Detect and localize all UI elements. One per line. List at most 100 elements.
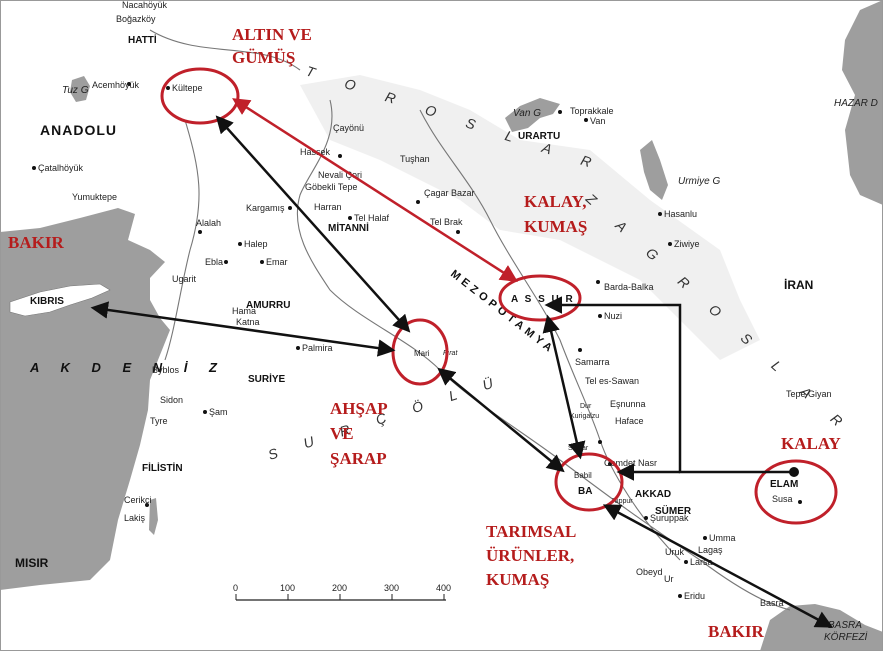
arrow-elam-assur — [544, 296, 794, 474]
place-sidon: Sidon — [160, 395, 183, 405]
place-kultepe: Kültepe — [172, 83, 203, 93]
scale-label-200: 200 — [332, 583, 347, 593]
scale-label-100: 100 — [280, 583, 295, 593]
place-acemhoyuk: Acemhöyük — [92, 80, 140, 90]
place-tel-es-sawan: Tel es-Sawan — [585, 376, 639, 386]
place-yumuktepe: Yumuktepe — [72, 192, 117, 202]
arrow-kultepe-mari — [215, 115, 411, 333]
place-babil: Babil — [574, 471, 592, 480]
place-dur: Dur — [580, 403, 592, 410]
lake-tuz — [70, 76, 90, 102]
elam-origin-dot — [789, 467, 799, 477]
region-akdeniz: A K D E N İ Z — [29, 360, 226, 375]
place-lakis: Lakiş — [124, 513, 146, 523]
trade-tarim-1: TARIMSAL — [486, 522, 576, 541]
trade-ahsap-2: VE — [330, 424, 354, 443]
scale-bar: 0 100 200 300 400 — [233, 583, 451, 601]
arrow-babil-gulf — [602, 504, 834, 628]
region-anadolu: ANADOLU — [40, 122, 117, 138]
place-alalah: Alalah — [196, 218, 221, 228]
arrow-mari-babil — [437, 367, 565, 473]
region-filistin: FİLİSTİN — [142, 461, 183, 474]
trade-tarim-3: KUMAŞ — [486, 570, 549, 589]
place-umma: Umma — [709, 533, 736, 543]
place-harran: Harran — [314, 202, 342, 212]
place-bogazkoy: Boğazköy — [116, 14, 156, 24]
trade-ahsap-3: ŞARAP — [330, 449, 387, 468]
place-haface: Haface — [615, 416, 644, 426]
place-toprakkale: Toprakkale — [570, 106, 614, 116]
label-tuz-golu: Tuz G — [62, 85, 89, 96]
trade-bakir-south: BAKIR — [708, 622, 764, 641]
dead-sea — [149, 498, 158, 535]
place-karkamis: Kargamış — [246, 203, 285, 213]
scale-label-300: 300 — [384, 583, 399, 593]
place-ebla: Ebla — [205, 257, 223, 267]
arrow-assur-babil — [542, 314, 586, 460]
place-lagas: Lagaş — [698, 545, 723, 555]
arrow-cyprus-mari — [90, 301, 396, 357]
place-nacahoyuk: Nacahöyük — [122, 0, 168, 10]
place-tyre: Tyre — [150, 416, 168, 426]
trade-ahsap-1: AHŞAP — [330, 399, 388, 418]
scale-label-0: 0 — [233, 583, 238, 593]
lake-van — [505, 98, 560, 132]
place-katna: Katna — [236, 317, 260, 327]
place-nippur: Nippur — [612, 498, 633, 505]
place-sam: Şam — [209, 407, 228, 417]
place-van: Van — [590, 116, 605, 126]
trade-kalay-2: KUMAŞ — [524, 217, 587, 236]
place-tepe-giyan: Tepe Giyan — [786, 389, 832, 399]
region-elam: ELAM — [770, 479, 798, 490]
place-kurigalzu: Kurigalzu — [570, 413, 599, 420]
region-hatti: HATTİ — [128, 33, 157, 46]
trade-kalay-east: KALAY — [781, 434, 841, 453]
region-urartu: URARTU — [518, 131, 560, 142]
place-byblos: Byblos — [152, 365, 180, 375]
label-urmiye-golu: Urmiye G — [678, 176, 720, 187]
label-hazar-denizi: HAZAR D — [834, 98, 878, 109]
place-hama: Hama — [232, 306, 256, 316]
place-catalhoyuk: Çatalhöyük — [38, 163, 84, 173]
place-mari: Mari — [414, 349, 430, 358]
scale-label-400: 400 — [436, 583, 451, 593]
place-nuzi: Nuzi — [604, 311, 622, 321]
place-susa: Susa — [772, 494, 793, 504]
place-obeyd: Obeyd — [636, 567, 663, 577]
place-tushan: Tuşhan — [400, 154, 430, 164]
label-assur: A S S U R — [511, 294, 575, 305]
place-tel-halaf: Tel Halaf — [354, 213, 390, 223]
trade-bakir-west: BAKIR — [8, 233, 64, 252]
place-cagar-bazar: Çagar Bazar — [424, 188, 475, 198]
place-cerikci: Cerikçi — [124, 495, 152, 505]
lake-urmia — [640, 140, 668, 200]
place-tel-brak: Tel Brak — [430, 217, 463, 227]
label-korfezi: KÖRFEZİ — [824, 631, 868, 643]
caspian-sea — [842, 0, 883, 205]
region-misir: MISIR — [15, 556, 49, 570]
place-eridu: Eridu — [684, 591, 705, 601]
place-palmira: Palmira — [302, 343, 333, 353]
region-kibris: KIBRIS — [30, 296, 64, 307]
circle-assur — [498, 274, 582, 322]
place-suruppak: Şuruppak — [650, 513, 689, 523]
region-akkad: AKKAD — [635, 489, 671, 500]
trade-altin-2: GÜMÜŞ — [232, 48, 295, 67]
label-firat: Fırat — [443, 350, 458, 357]
place-cayonu: Çayönü — [333, 123, 364, 133]
place-barda-balka: Barda-Balka — [604, 282, 654, 292]
place-hasanlu: Hasanlu — [664, 209, 697, 219]
place-ugarit: Ugarit — [172, 274, 197, 284]
label-basra: BASRA — [828, 620, 862, 631]
region-suriye: SURİYE — [248, 372, 286, 385]
trade-tarim-2: ÜRÜNLER, — [486, 546, 574, 565]
trade-kalay-1: KALAY, — [524, 192, 587, 211]
place-uruk: Uruk — [665, 547, 685, 557]
circle-kultepe — [160, 67, 240, 125]
label-babil-ba: BA — [578, 486, 592, 497]
cyprus-island — [9, 283, 111, 317]
place-samarra: Samarra — [575, 357, 610, 367]
place-ur: Ur — [664, 574, 674, 584]
place-esnunna: Eşnunna — [610, 399, 646, 409]
